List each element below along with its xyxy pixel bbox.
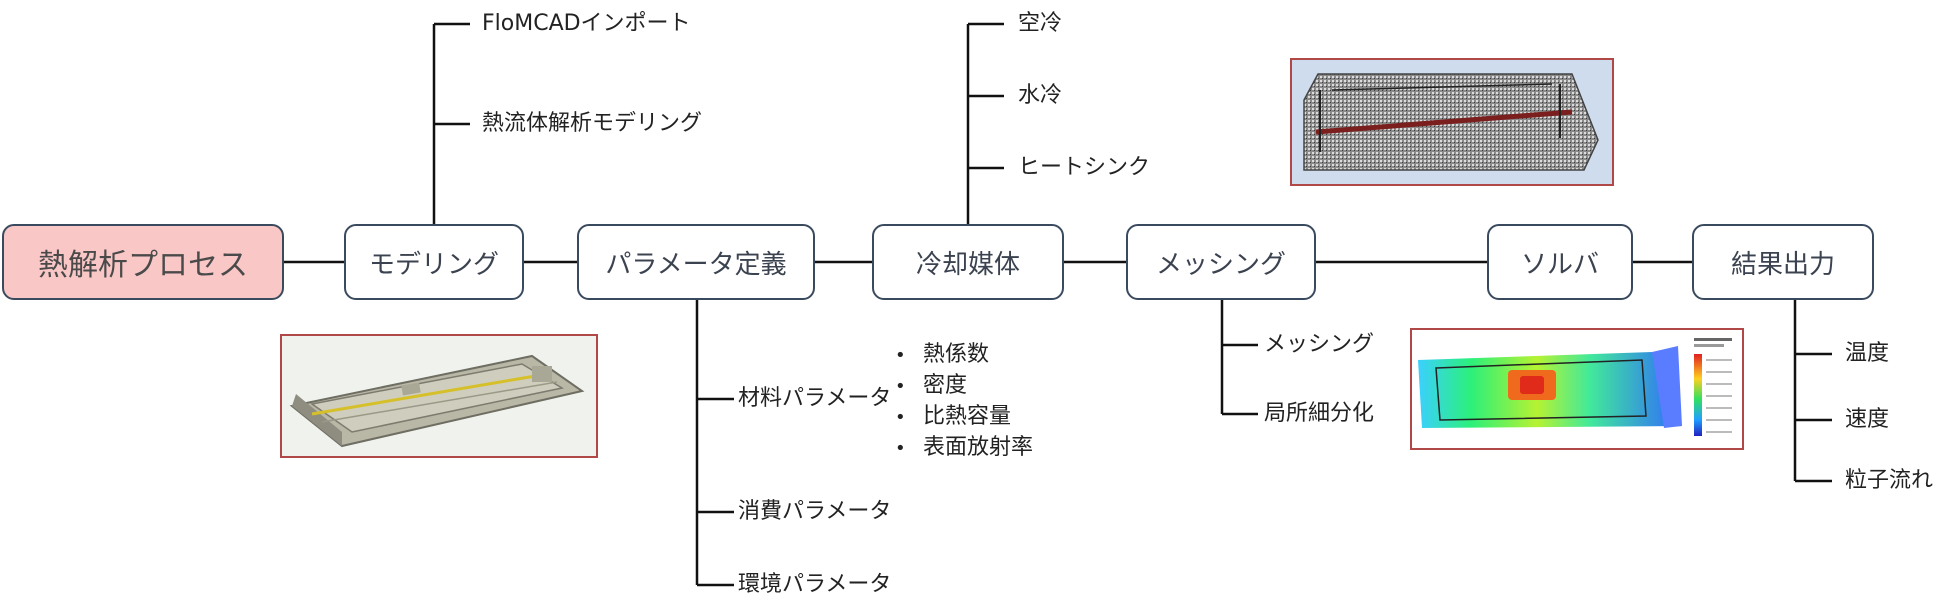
label-velocity: 速度 xyxy=(1845,407,1890,432)
label-water-cooling: 水冷 xyxy=(1018,83,1063,108)
label-meshing-sub: メッシング xyxy=(1264,332,1375,357)
list-item: •密度 xyxy=(895,373,968,398)
list-item: •熱係数 xyxy=(895,342,990,367)
label-thermal-fluid-modeling: 熱流体解析モデリング xyxy=(482,111,703,136)
label-consumption-parameters: 消費パラメータ xyxy=(738,499,892,524)
label-heat-sink: ヒートシンク xyxy=(1018,155,1151,180)
label-environment-parameters: 環境パラメータ xyxy=(738,572,892,597)
label-air-cooling: 空冷 xyxy=(1018,11,1063,36)
node-meshing: メッシング xyxy=(1126,224,1316,300)
material-property-list: •熱係数 •密度 •比熱容量 •表面放射率 xyxy=(895,340,1033,464)
node-solver: ソルバ xyxy=(1487,224,1633,300)
mesh-model-thumbnail xyxy=(1290,58,1614,186)
label-temperature: 温度 xyxy=(1845,341,1890,366)
node-thermal-analysis-process: 熱解析プロセス xyxy=(2,224,284,300)
node-cooling-medium: 冷却媒体 xyxy=(872,224,1064,300)
node-modeling: モデリング xyxy=(344,224,524,300)
list-item: •比熱容量 xyxy=(895,404,1012,429)
mesh-model-image xyxy=(1303,73,1599,171)
label-flomcad-import: FloMCADインポート xyxy=(482,11,691,36)
node-parameter-definition: パラメータ定義 xyxy=(577,224,815,300)
label-particle-flow: 粒子流れ xyxy=(1845,468,1934,493)
heatmap-result-image xyxy=(1418,338,1732,436)
node-result-output: 結果出力 xyxy=(1692,224,1874,300)
label-material-parameters: 材料パラメータ xyxy=(738,386,892,411)
label-local-refinement: 局所細分化 xyxy=(1264,401,1375,426)
cad-model-image xyxy=(289,354,585,448)
list-item: •表面放射率 xyxy=(895,435,1034,460)
cad-model-thumbnail xyxy=(280,334,598,458)
heatmap-thumbnail xyxy=(1410,328,1744,450)
